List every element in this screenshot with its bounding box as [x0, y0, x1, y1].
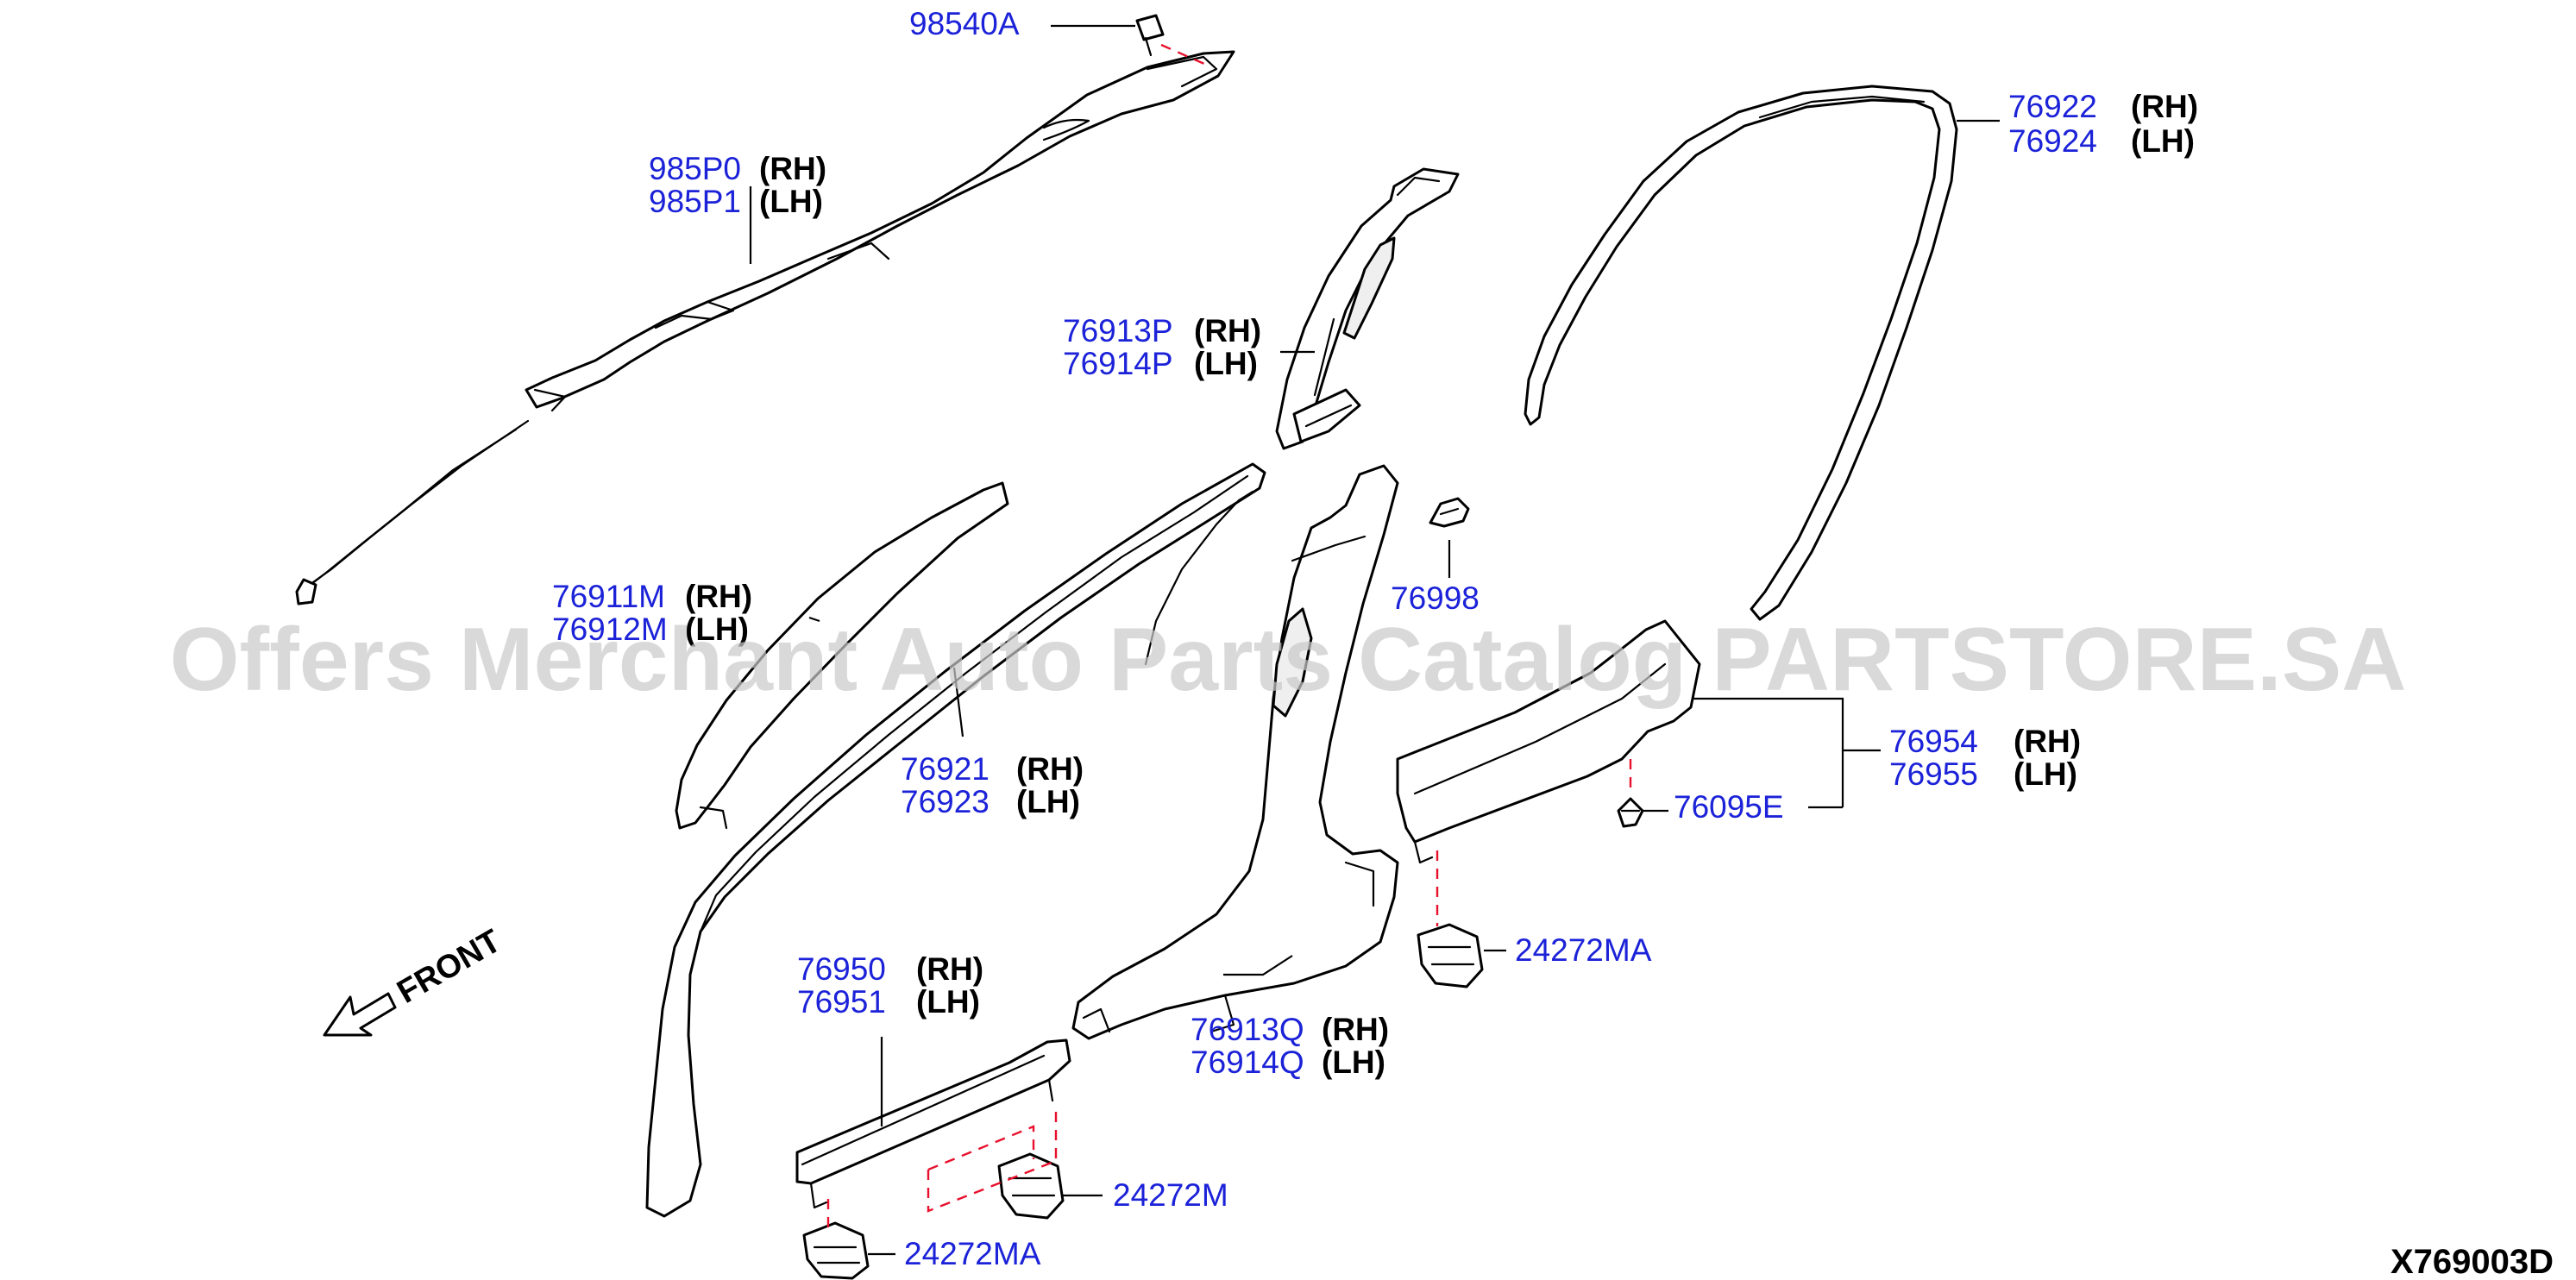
callout-76914Q-side: (LH)	[1322, 1045, 1385, 1080]
front-label: FRONT	[392, 923, 507, 1011]
front-step-plate[interactable]	[795, 1038, 1071, 1209]
callout-985P0-side: (RH)	[759, 151, 826, 186]
callout-76914P[interactable]: 76914P	[1063, 346, 1173, 381]
callout-985P1[interactable]: 985P1	[649, 184, 741, 219]
callout-76913Q[interactable]: 76913Q	[1191, 1012, 1304, 1047]
callout-98540A[interactable]: 98540A	[909, 6, 1020, 41]
callout-76913P-side: (RH)	[1194, 313, 1261, 348]
front-direction-arrow: FRONT	[323, 923, 507, 1037]
callout-76955[interactable]: 76955	[1889, 756, 1978, 792]
callout-76923[interactable]: 76923	[901, 784, 990, 819]
callout-76912M[interactable]: 76912M	[552, 612, 668, 647]
callout-24272MA-bottom[interactable]: 24272MA	[904, 1236, 1041, 1271]
callout-24272M[interactable]: 24272M	[1113, 1177, 1228, 1213]
diagram-code: X769003D	[2391, 1243, 2554, 1280]
callout-76914Q[interactable]: 76914Q	[1191, 1045, 1304, 1080]
callout-76912M-side: (LH)	[685, 612, 749, 647]
trim-clip-76998[interactable]	[1429, 497, 1470, 528]
callout-76913P[interactable]: 76913P	[1063, 313, 1173, 348]
a-pillar-garnish[interactable]	[675, 481, 1009, 830]
callout-76950-side: (RH)	[916, 951, 983, 987]
watermark: Offers Merchant Auto Parts Catalog PARTS…	[170, 610, 2407, 710]
callout-76954-side: (RH)	[2014, 724, 2081, 759]
callout-985P0[interactable]: 985P0	[649, 151, 741, 186]
curtain-airbag[interactable]	[295, 50, 1235, 605]
door-weatherstrip[interactable]	[1524, 85, 1958, 621]
bolt-98540A[interactable]	[1135, 14, 1165, 57]
callout-76911M[interactable]: 76911M	[552, 579, 665, 614]
callout-76924[interactable]: 76924	[2008, 123, 2097, 159]
callout-985P1-side: (LH)	[759, 184, 823, 219]
callout-76951[interactable]: 76951	[797, 984, 886, 1020]
callout-76950[interactable]: 76950	[797, 951, 886, 987]
callout-76921-side: (RH)	[1016, 751, 1084, 787]
callout-76923-side: (LH)	[1016, 784, 1080, 819]
clip-76095E[interactable]	[1617, 797, 1644, 828]
upper-pillar-trim[interactable]	[1275, 167, 1460, 450]
clip-24272MA-bottom[interactable]	[802, 1221, 870, 1280]
callout-76914P-side: (LH)	[1194, 346, 1258, 381]
callout-76922[interactable]: 76922	[2008, 89, 2097, 124]
callout-76913Q-side: (RH)	[1322, 1012, 1389, 1047]
callout-76911M-side: (RH)	[685, 579, 752, 614]
callout-24272MA-top[interactable]: 24272MA	[1515, 932, 1652, 968]
rear-kicking-plate[interactable]	[1396, 619, 1701, 864]
callout-76998[interactable]: 76998	[1391, 580, 1480, 616]
callout-76922-side: (RH)	[2131, 89, 2198, 124]
lower-pillar-trim[interactable]	[1071, 464, 1399, 1040]
callout-76951-side: (LH)	[916, 984, 980, 1020]
windshield-weatherstrip[interactable]	[645, 462, 1266, 1218]
callout-76921[interactable]: 76921	[901, 751, 990, 787]
callout-76095E[interactable]: 76095E	[1674, 789, 1784, 825]
callout-76955-side: (LH)	[2014, 756, 2077, 792]
clip-24272MA-top[interactable]	[1417, 923, 1484, 988]
callout-76954[interactable]: 76954	[1889, 724, 1978, 759]
front-arrow-icon	[323, 992, 397, 1037]
callout-76924-side: (LH)	[2131, 123, 2195, 159]
clip-24272M[interactable]	[997, 1152, 1065, 1220]
